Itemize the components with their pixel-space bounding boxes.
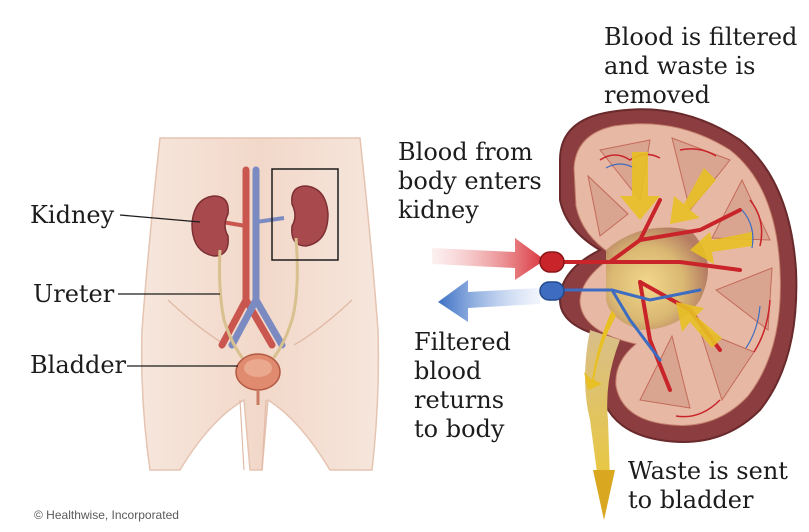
label-kidney: Kidney [30, 201, 115, 229]
renal-artery-stump [539, 251, 565, 273]
renal-vein-stump [539, 281, 565, 301]
left-ureter [218, 249, 246, 361]
torso-illustration [140, 137, 380, 471]
filtration-arrows [620, 152, 752, 348]
vena-cava-vessel [228, 166, 286, 349]
ureter-outflow [585, 330, 620, 480]
label-ureter: Ureter [33, 280, 115, 308]
label-waste-sent: Waste is sent to bladder [628, 457, 788, 514]
label-blood-filtered: Blood is filtered and waste is removed [604, 23, 798, 109]
waste-arrow [593, 470, 615, 520]
leader-lines [118, 214, 238, 367]
blood-in-arrow [432, 238, 545, 280]
vein-branches [558, 288, 702, 362]
label-bladder: Bladder [30, 351, 127, 379]
right-kidney-shape [291, 185, 329, 247]
zoom-box [271, 168, 339, 261]
blood-out-arrow [438, 280, 540, 322]
kidney-cross-section [539, 108, 798, 520]
label-filtered-returns: Filtered blood returns to body [414, 328, 511, 443]
right-ureter [270, 237, 299, 361]
left-kidney-shape [191, 195, 229, 257]
copyright-text: © Healthwise, Incorporated [34, 508, 179, 522]
label-blood-enters: Blood from body enters kidney [398, 138, 542, 224]
